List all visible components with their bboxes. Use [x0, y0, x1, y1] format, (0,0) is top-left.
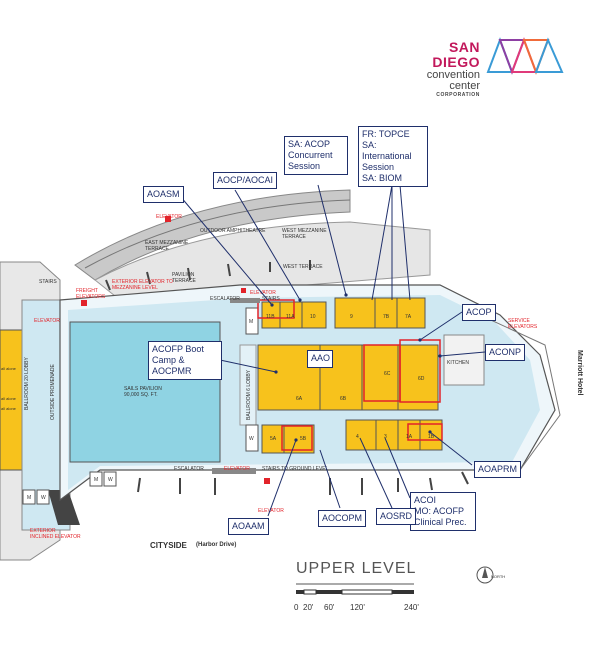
- label-elevator-top: ELEVATOR: [156, 214, 182, 220]
- room-label: 5B: [300, 436, 307, 442]
- room-label: 7A: [405, 314, 412, 320]
- label-escalator-bottom: ESCALATOR: [174, 466, 204, 472]
- elevator-marks: [81, 216, 270, 484]
- label-elevator-small: ELEVATOR: [258, 508, 284, 514]
- label-w-top: W: [249, 436, 254, 442]
- label-m-bot: M: [94, 477, 98, 483]
- label-w-bot: W: [108, 477, 113, 483]
- room-label: 6B: [340, 396, 347, 402]
- scale-bar: [296, 583, 414, 595]
- room-label: 11B: [266, 314, 275, 320]
- callout-aocopm: AOCOPM: [318, 510, 367, 527]
- logo-text: SAN DIEGO convention center CORPORATION: [398, 39, 480, 99]
- room-label: 11A: [286, 314, 295, 320]
- room-label: 7B: [383, 314, 390, 320]
- structural-columns: [105, 260, 469, 495]
- restrooms: [22, 307, 259, 505]
- logo-subtitle: convention center: [426, 69, 480, 92]
- rooms-bottom-row: [261, 419, 443, 454]
- label-elevator-left: ELEVATOR: [34, 318, 60, 324]
- label-kitchen: KITCHEN: [447, 360, 469, 366]
- room-label: 6D: [418, 376, 425, 382]
- callout-connectors: [179, 184, 486, 517]
- scale-label-20: 20': [303, 603, 314, 612]
- label-ballroom20: BALLROOM 20 LOBBY: [24, 357, 30, 410]
- kitchen: [443, 334, 485, 386]
- room-label: 1A: [406, 434, 413, 440]
- room-label: 3: [384, 434, 387, 440]
- label-stairs-top: STAIRS: [262, 296, 280, 302]
- logo-name: SAN DIEGO: [432, 39, 480, 70]
- room-label: 4: [356, 434, 359, 440]
- label-outdoor-amph: OUTDOOR AMPHITHEATRE: [200, 228, 266, 234]
- label-elevator-bottom: ELEVATOR: [224, 466, 250, 472]
- logo-corporation: CORPORATION: [436, 92, 480, 98]
- label-stairs-left: STAIRS: [39, 279, 57, 285]
- label-alone-3: all alone: [1, 406, 17, 411]
- callout-acop-session: SA: ACOP Concurrent Session: [284, 136, 348, 175]
- mezzanine-terrace: [74, 189, 351, 281]
- label-stairs-ground: STAIRS TO GROUND LEVEL: [262, 466, 329, 472]
- scale-label-120: 120': [350, 603, 365, 612]
- callout-aosrd: AOSRD: [376, 508, 417, 525]
- label-elevator-top2: ELEVATOR: [250, 290, 276, 296]
- label-cityside: CITYSIDE: [150, 541, 188, 550]
- escalators: [212, 298, 260, 474]
- room-label: 10: [310, 314, 316, 320]
- callout-aocp: AOCP/AOCAI: [213, 172, 278, 189]
- terrace-top-line: [84, 199, 351, 269]
- label-alone-1: all alone: [1, 366, 17, 371]
- north-arrow-icon: [476, 566, 494, 584]
- hotel-connector: [479, 314, 561, 471]
- label-m-top: M: [249, 319, 253, 325]
- room-label: 6A: [296, 396, 303, 402]
- connector-arrowheads: [270, 293, 442, 442]
- logo-mark: [486, 37, 564, 75]
- callout-acop: ACOP: [462, 304, 496, 321]
- room-label: 5A: [270, 436, 277, 442]
- sails-pavilion: [69, 321, 221, 463]
- label-west-terrace: WEST TERRACE: [283, 264, 323, 270]
- callout-aoaprm: AOAPRM: [474, 461, 522, 478]
- rooms-ballroom6: [257, 344, 439, 411]
- label-harbor: (Harbor Drive): [196, 542, 236, 548]
- label-m-left: M: [27, 495, 31, 501]
- callout-acofp-boot: ACOFP Boot Camp & AOCPMR: [148, 341, 222, 380]
- callout-aconp: ACONP: [485, 344, 526, 361]
- callout-topce: FR: TOPCE SA: International Session SA: …: [358, 126, 428, 187]
- room-label: 9: [350, 314, 353, 320]
- callout-aoaam: AOAAM: [228, 518, 269, 535]
- left-ext-stairs: [48, 490, 80, 525]
- scale-label-240: 240': [404, 603, 419, 612]
- west-terrace-band: [94, 221, 431, 301]
- label-w-left: W: [41, 495, 46, 501]
- level-title: UPPER LEVEL: [296, 560, 417, 577]
- label-outside-promenade: OUTSIDE PROMENADE: [50, 363, 56, 420]
- room-label: 1B: [428, 434, 435, 440]
- label-escalator-top: ESCALATOR: [210, 296, 240, 302]
- callout-aoasm: AOASM: [143, 186, 184, 203]
- label-marriott: Marriott Hotel: [576, 350, 583, 396]
- scale-label-0: 0: [294, 603, 299, 612]
- callout-acoi: ACOI MO: ACOFP Clinical Prec.: [410, 492, 476, 531]
- label-ballroom6-lobby: BALLROOM 6 LOBBY: [246, 369, 252, 420]
- label-alone-2: all alone: [1, 396, 17, 401]
- room-label: 6C: [384, 371, 391, 377]
- label-north: NORTH: [491, 574, 505, 579]
- callout-aao: AAO: [307, 350, 333, 368]
- scale-label-60: 60': [324, 603, 335, 612]
- rooms-top-row: [261, 297, 426, 329]
